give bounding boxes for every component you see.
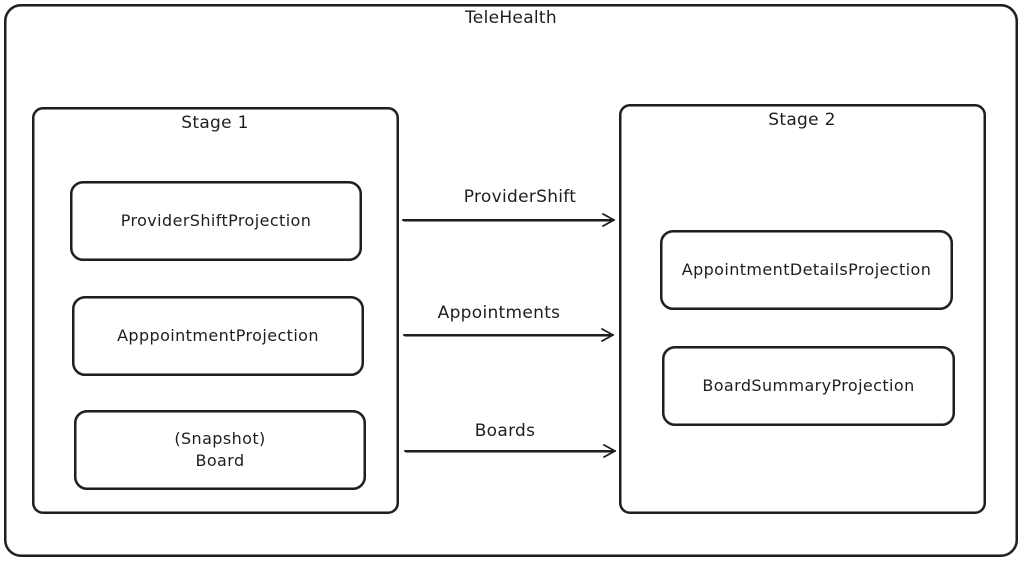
provider-shift-projection-text: ProviderShiftProjection [120, 211, 312, 230]
snapshot-board-box [74, 410, 366, 490]
provider-shift-projection-label: ProviderShiftProjection [71, 182, 361, 260]
appointments-flow-label: Appointments [437, 303, 561, 323]
telehealth-container [4, 4, 1018, 557]
appointment-projection-label: ApppointmentProjection [73, 297, 363, 375]
appointment-details-projection-box [660, 230, 953, 310]
boards-flow-label: Boards [474, 421, 536, 441]
appointment-details-projection-text: AppointmentDetailsProjection [681, 260, 932, 279]
board-summary-projection-text: BoardSummaryProjection [702, 376, 915, 395]
stage-1-title: Stage 1 [181, 113, 249, 133]
stage-1-container [32, 107, 399, 514]
boards-arrow [404, 444, 616, 458]
provider-shift-projection-box [70, 181, 362, 261]
snapshot-text: (Snapshot) [174, 429, 266, 448]
snapshot-board-label: (Snapshot) Board [75, 411, 365, 489]
board-summary-projection-box [662, 346, 955, 426]
appointment-details-projection-label: AppointmentDetailsProjection [661, 231, 952, 309]
board-summary-projection-label: BoardSummaryProjection [663, 347, 954, 425]
appointments-arrow [403, 328, 614, 342]
appointment-projection-box [72, 296, 364, 376]
stage-2-title: Stage 2 [768, 110, 836, 130]
stage-2-container [619, 104, 986, 514]
provider-shift-flow-label: ProviderShift [463, 187, 577, 207]
snapshot-board-stack: (Snapshot) Board [174, 428, 265, 472]
appointment-projection-text: ApppointmentProjection [117, 326, 319, 345]
provider-shift-arrow [402, 213, 615, 227]
container-title: TeleHealth [465, 8, 557, 28]
board-text: Board [195, 451, 245, 470]
